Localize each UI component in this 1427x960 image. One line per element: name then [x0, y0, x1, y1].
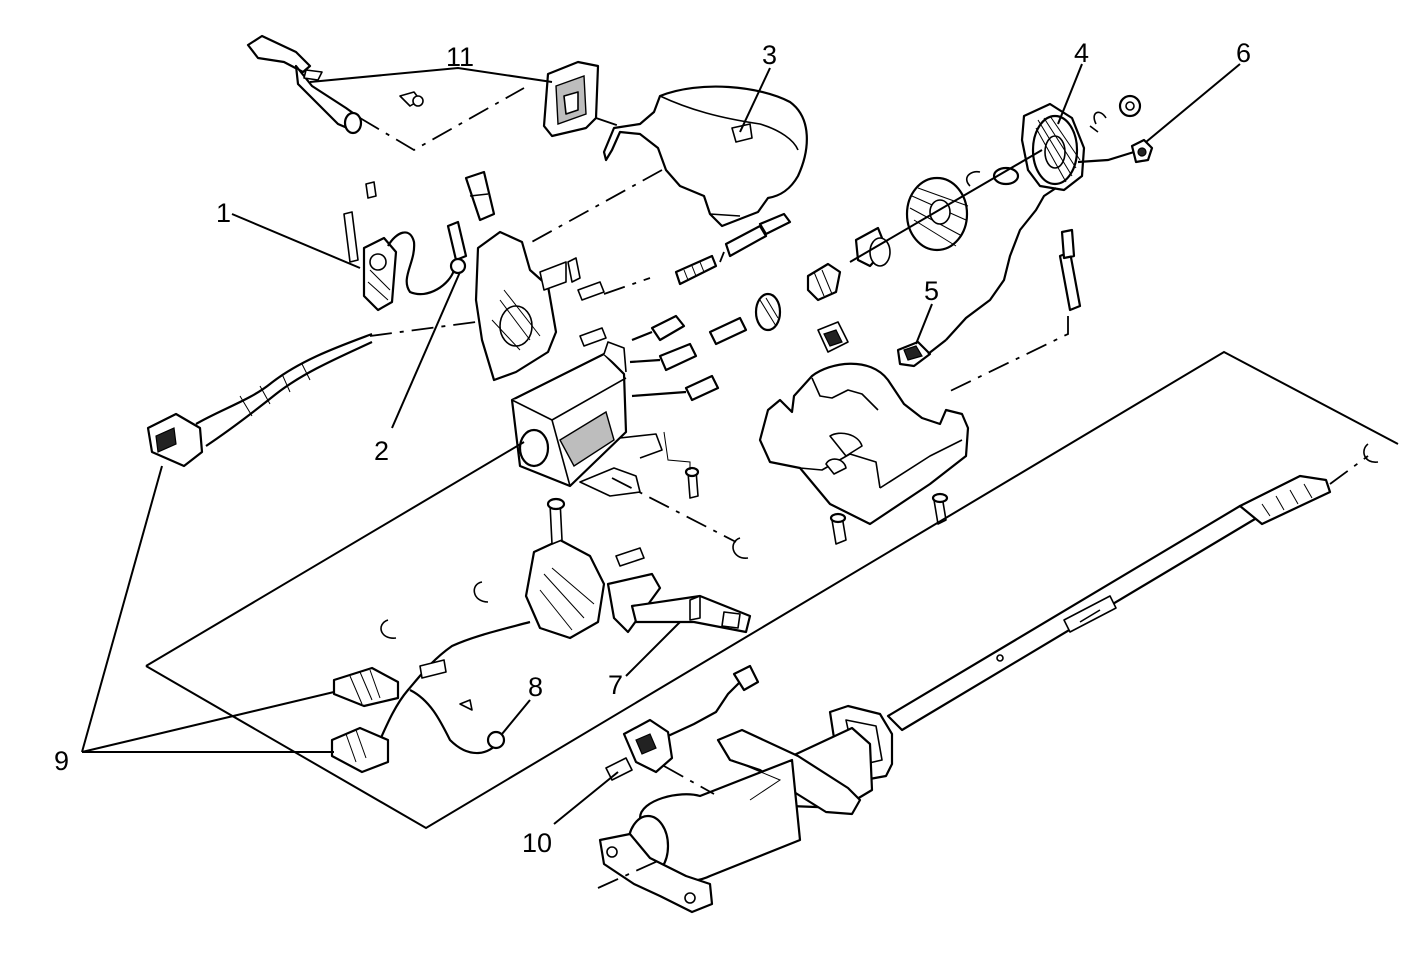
pin-assembly: [674, 212, 792, 286]
callout-9: 9: [54, 746, 69, 776]
callout-10: 10: [522, 828, 552, 858]
lower-cover: [758, 321, 970, 526]
callout-2: 2: [374, 436, 389, 466]
part-5-sensor: [896, 339, 947, 368]
canceling-cam: [905, 176, 969, 252]
callout-8: 8: [528, 672, 543, 702]
housing-screws: [567, 257, 607, 347]
turn-signal-switch: [524, 497, 662, 640]
wiring-harness-lower: [330, 620, 531, 774]
leader-4: [1057, 63, 1083, 125]
leader-7: [625, 621, 681, 677]
leader-8: [501, 699, 531, 735]
bolts-mid: [629, 314, 748, 402]
callout-11: 11: [446, 42, 474, 72]
callout-6: 6: [1236, 38, 1251, 68]
snap-ring-upper: [1089, 111, 1107, 133]
leader-11: [309, 66, 553, 83]
leader-10: [553, 771, 619, 825]
bearing: [806, 262, 842, 302]
mounting-plane: [145, 441, 525, 667]
wiring-harness-upper: [146, 332, 373, 468]
callout-7: 7: [608, 670, 623, 700]
retaining-ring: [965, 170, 981, 187]
centerline-1: [369, 321, 477, 337]
centerline-housing-bottom: [611, 477, 737, 543]
part-1-switch: [343, 181, 467, 312]
mounting-plane-b: [145, 350, 1399, 830]
callout-5: 5: [924, 276, 939, 306]
washer: [992, 166, 1020, 186]
snap-ring-1: [380, 619, 397, 639]
centerline-jacket: [597, 859, 661, 889]
callout-3: 3: [762, 40, 777, 70]
callout-4: 4: [1074, 38, 1089, 68]
key-pin: [1058, 228, 1082, 312]
leader-9b: [81, 691, 335, 753]
column-jacket: [598, 704, 894, 914]
part-4-lock-plate: [945, 102, 1135, 341]
part-11-seal: [542, 60, 600, 138]
gear-ring: [754, 292, 782, 332]
housing-bottom-screw: [663, 431, 700, 499]
leader-2: [391, 271, 461, 429]
snap-ring-4: [1363, 443, 1379, 463]
centerline-5: [943, 316, 1069, 395]
leader-5: [915, 303, 933, 345]
leader-3: [739, 67, 771, 133]
part-6-terminal: [1130, 138, 1154, 164]
part-3-upper-cover: [602, 85, 808, 228]
snap-ring-2: [473, 581, 489, 603]
callout-1: 1: [216, 198, 231, 228]
lower-cover-screws: [829, 492, 949, 545]
centerline-housing: [603, 277, 651, 295]
ignition-body: [446, 170, 567, 382]
centerline-3: [527, 169, 663, 245]
steering-shaft: [886, 455, 1369, 732]
leader-9a: [81, 465, 163, 753]
nut: [1118, 94, 1142, 118]
shaft-axis-upper: [849, 149, 1043, 263]
column-housing: [510, 341, 663, 497]
part-7-lever: [630, 594, 752, 634]
snap-ring-3: [732, 537, 749, 559]
part-11-shift-lever: [246, 34, 424, 135]
leader-1: [231, 213, 361, 269]
part-10-switch: [605, 664, 760, 795]
leader-6: [1145, 63, 1241, 143]
spring: [854, 226, 891, 268]
centerline-11: [359, 87, 525, 152]
